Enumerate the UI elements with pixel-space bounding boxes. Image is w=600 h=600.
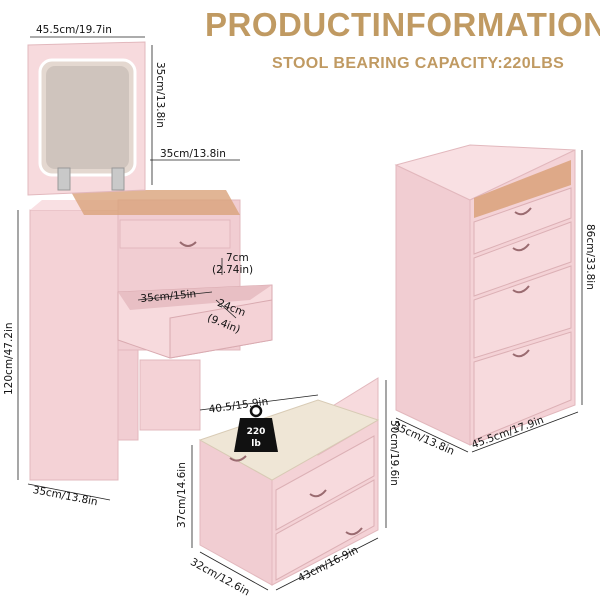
storage-stool (198, 377, 380, 586)
top-depth-label: 35cm/13.8in (160, 148, 226, 160)
cabinet-height-label: 86cm/33.8in (584, 224, 596, 290)
stool-back-height-label: 50cm/19.6in (388, 420, 400, 486)
vanity-table (27, 41, 273, 481)
stool-front-height-label: 37cm/14.6in (176, 462, 188, 528)
drawer-height-label: 7cm (226, 252, 249, 264)
page-title: PRODUCTINFORMATION (205, 6, 600, 43)
vanity-dimension-lines (17, 36, 240, 501)
page-subtitle: STOOL BEARING CAPACITY:220LBS (272, 55, 565, 72)
mirror-width-label: 45.5cm/19.7in (36, 24, 112, 36)
drawer-height-label-inch: (2.74in) (212, 264, 254, 276)
stool-dimension-lines (191, 380, 387, 591)
cabinet-dimension-lines (395, 150, 583, 453)
total-height-label: 120cm/47.2in (3, 322, 15, 395)
drawer-cabinet (394, 144, 576, 446)
capacity-value: 220 (247, 427, 266, 437)
weight-icon (234, 404, 278, 452)
capacity-unit: lb (251, 439, 261, 449)
mirror-height-label: 35cm/13.8in (154, 62, 166, 128)
